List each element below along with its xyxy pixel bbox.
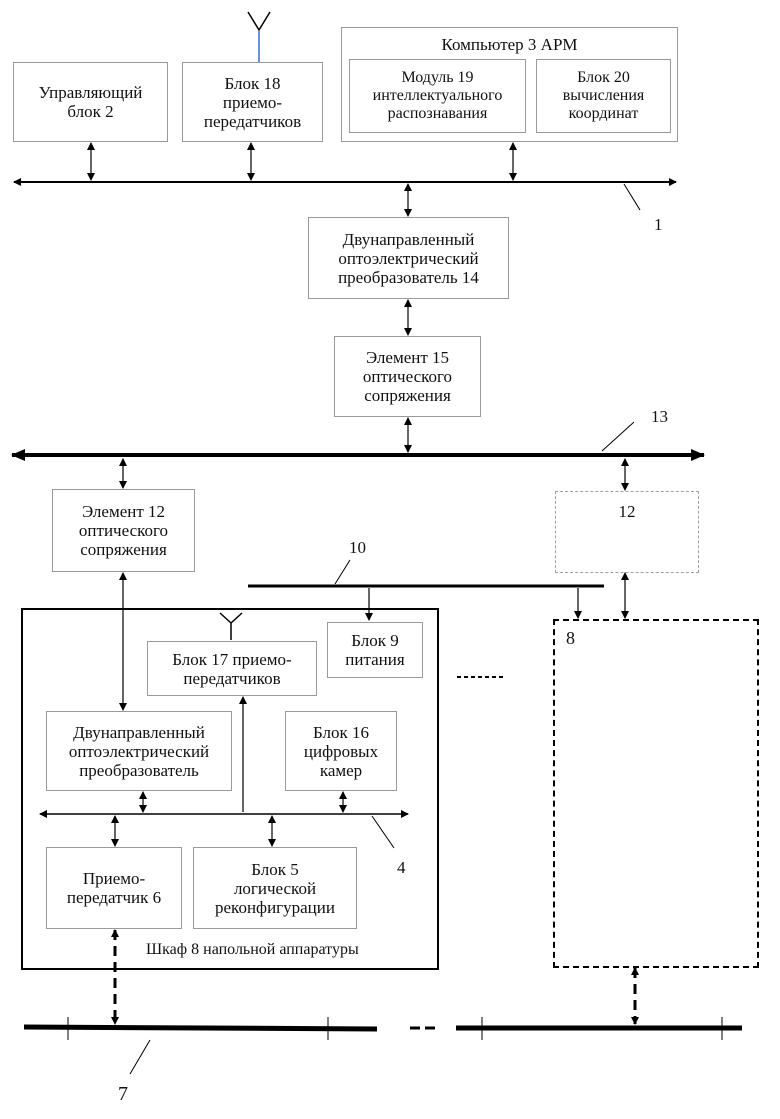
- computer-label: Компьютер 3 АРМ: [441, 35, 577, 54]
- optical-element-12-second: 12: [555, 491, 699, 573]
- bus-4-label: 4: [397, 858, 406, 877]
- bus-13-label: 13: [651, 407, 668, 426]
- cabinet-8-second-label: 8: [566, 629, 575, 648]
- reconfig-block-5-label: Блок 5 логической реконфигурации: [215, 860, 335, 917]
- control-block-label: Управляющий блок 2: [39, 83, 143, 121]
- transceiver-6: Приемо- передатчик 6: [46, 847, 182, 929]
- antenna-icon-top: [248, 12, 270, 62]
- optical-element-15: Элемент 15 оптического сопряжения: [334, 336, 481, 417]
- bus-10-label: 10: [349, 538, 366, 557]
- optical-element-12: Элемент 12 оптического сопряжения: [52, 489, 195, 572]
- module-19-label: Модуль 19 интеллектуального распознавани…: [373, 69, 503, 123]
- transceiver-6-label: Приемо- передатчик 6: [67, 869, 161, 907]
- optical-element-12-second-label: 12: [619, 502, 636, 522]
- reconfig-block-5: Блок 5 логической реконфигурации: [193, 847, 357, 929]
- transceiver-block-17: Блок 17 приемо- передатчиков: [147, 641, 317, 696]
- optical-element-12-label: Элемент 12 оптического сопряжения: [79, 502, 168, 559]
- power-block-9-label: Блок 9 питания: [345, 631, 404, 669]
- module-19: Модуль 19 интеллектуального распознавани…: [349, 59, 526, 133]
- transceiver-block-17-label: Блок 17 приемо- передатчиков: [172, 650, 291, 688]
- power-block-9: Блок 9 питания: [327, 622, 423, 678]
- converter-14-label: Двунаправленный оптоэлектрический преобр…: [338, 230, 479, 287]
- block-20: Блок 20 вычисления координат: [536, 59, 671, 133]
- converter-inner-label: Двунаправленный оптоэлектрический преобр…: [69, 723, 209, 780]
- control-block-2: Управляющий блок 2: [13, 62, 168, 142]
- cabinet-8-second: [553, 619, 759, 968]
- optical-element-15-label: Элемент 15 оптического сопряжения: [363, 348, 452, 405]
- block-20-label: Блок 20 вычисления координат: [563, 69, 645, 123]
- transceiver-block-18: Блок 18 приемо- передатчиков: [182, 62, 323, 142]
- line-7-label: 7: [118, 1085, 128, 1104]
- camera-block-16-label: Блок 16 цифровых камер: [304, 723, 378, 780]
- camera-block-16: Блок 16 цифровых камер: [285, 711, 397, 791]
- cabinet-8-label: Шкаф 8 напольной аппаратуры: [146, 940, 359, 959]
- bus-1-label: 1: [654, 215, 663, 234]
- converter-inner: Двунаправленный оптоэлектрический преобр…: [46, 711, 232, 791]
- transceiver-block-18-label: Блок 18 приемо- передатчиков: [204, 74, 301, 131]
- converter-14: Двунаправленный оптоэлектрический преобр…: [308, 217, 509, 299]
- line-7: [24, 1017, 742, 1074]
